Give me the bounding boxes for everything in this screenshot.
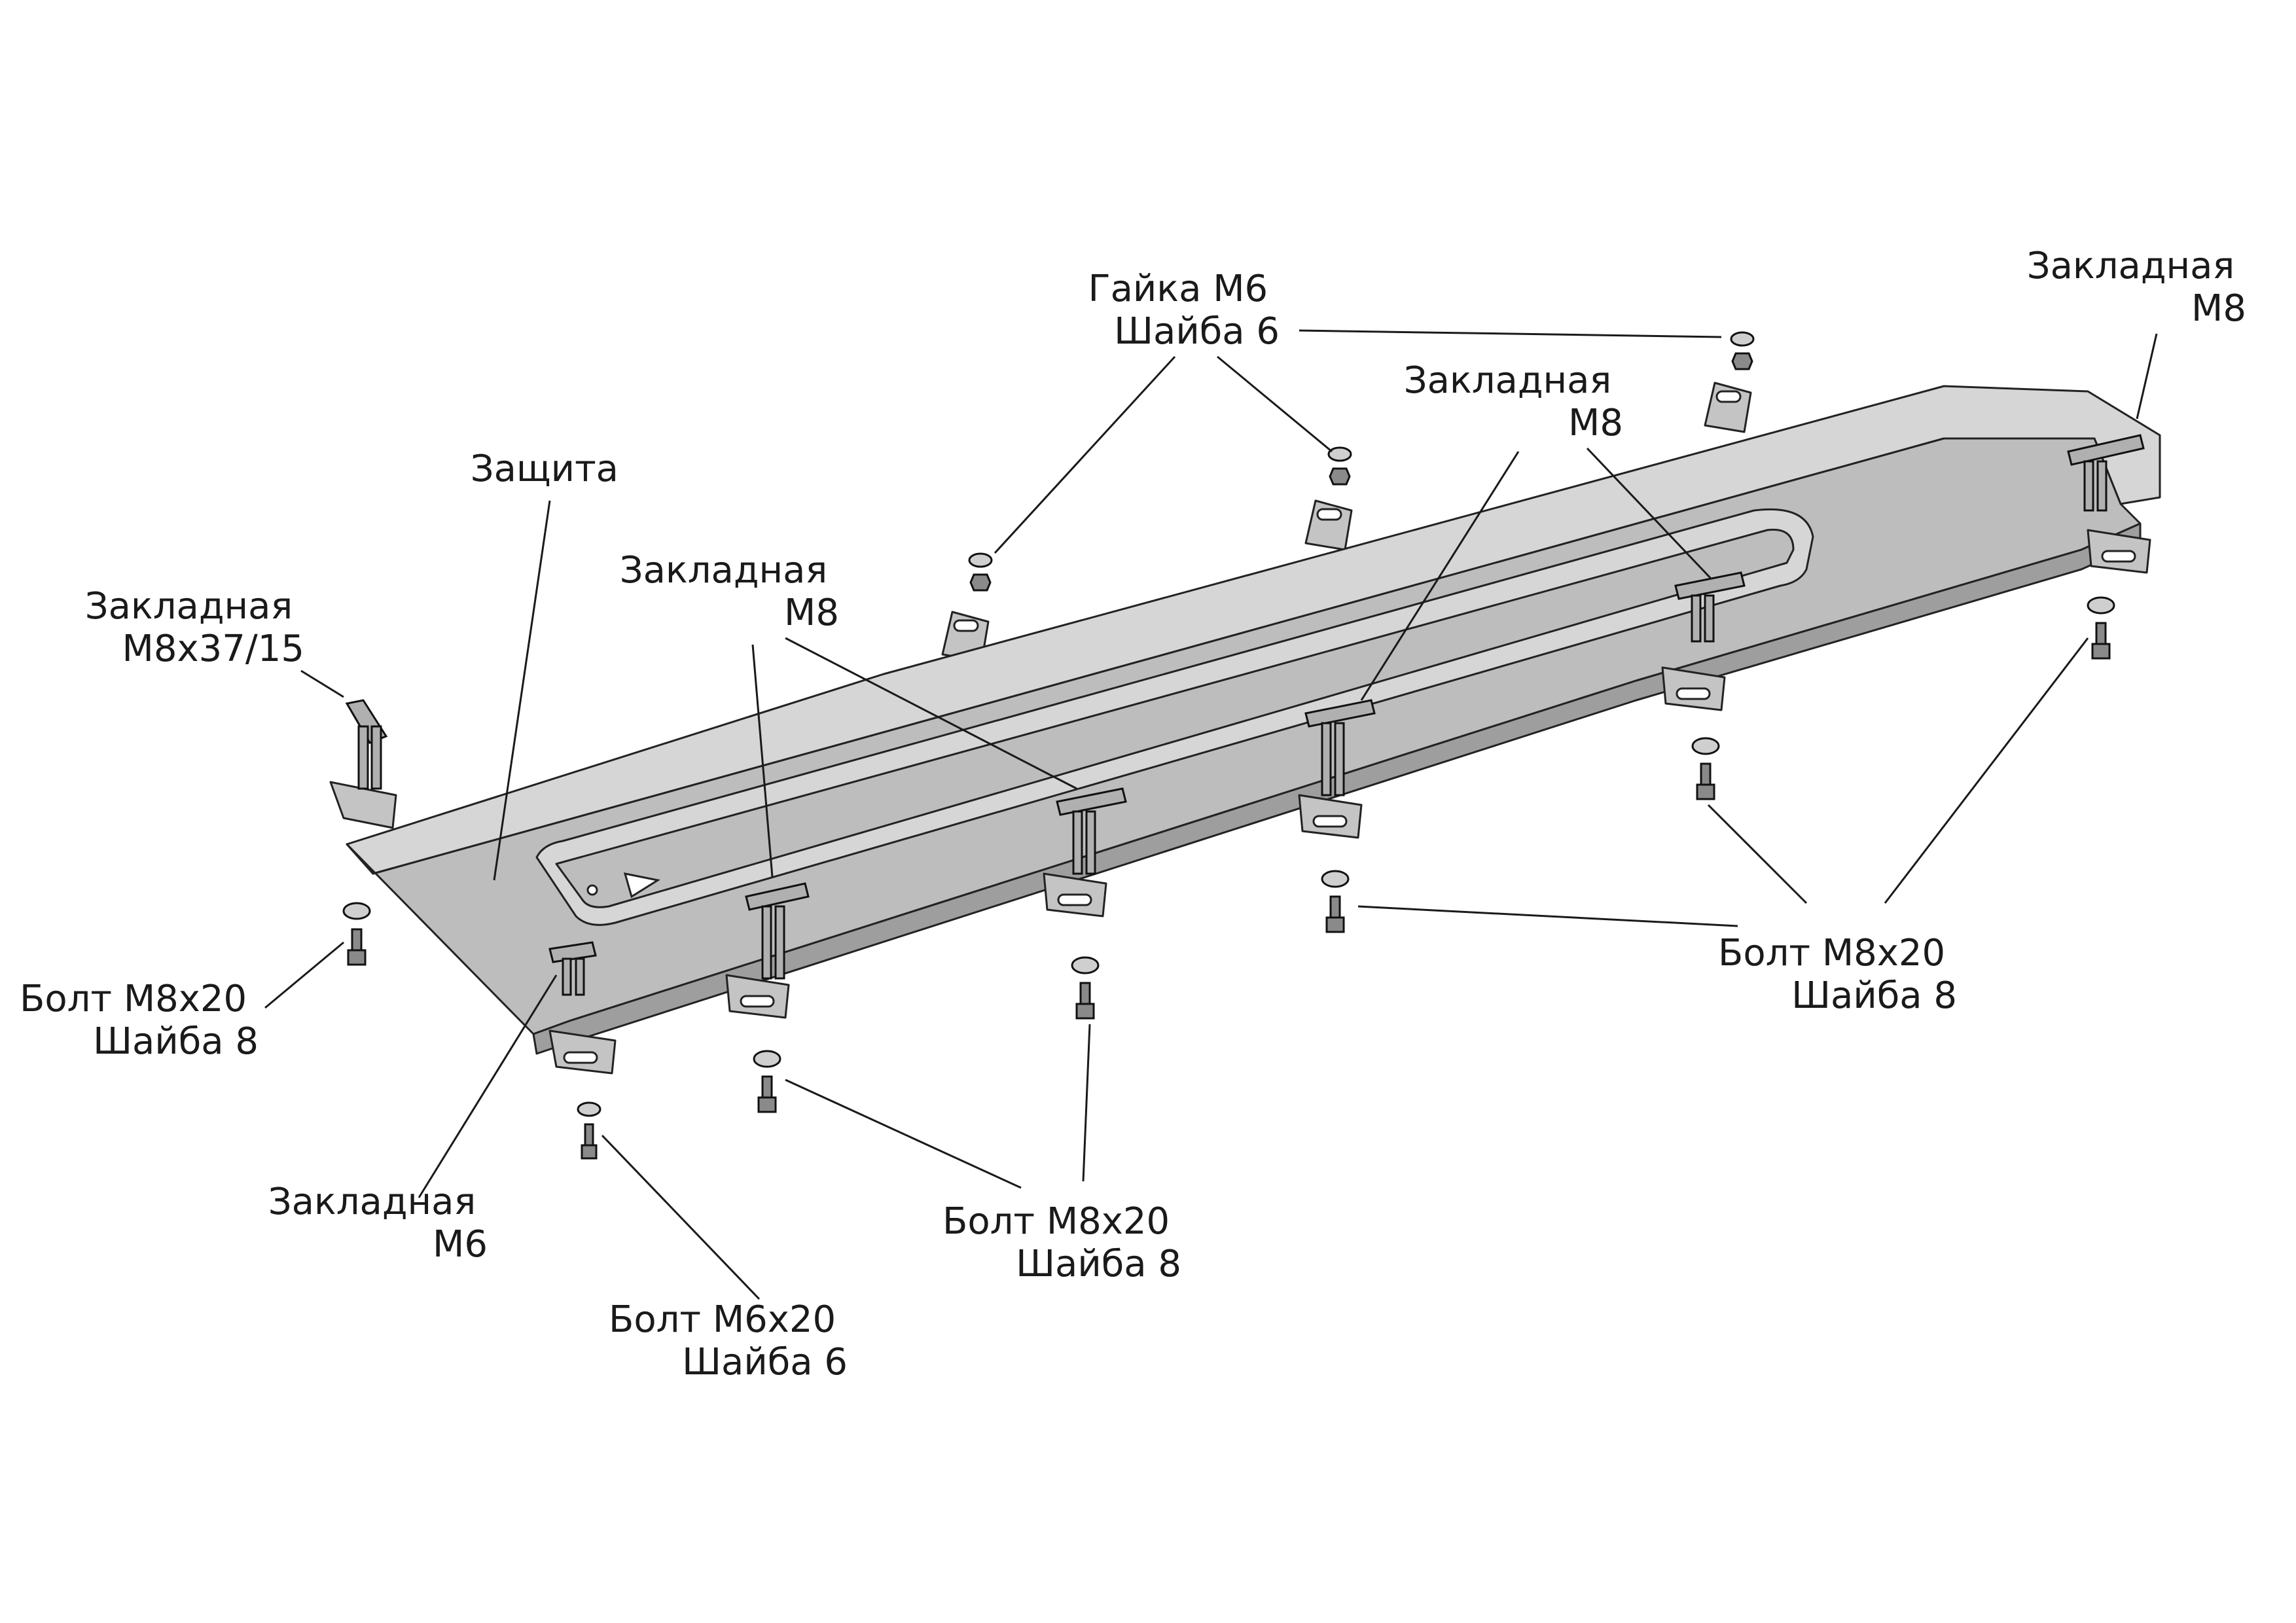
insert-m8x37-part — [345, 699, 388, 790]
lower-tab — [2087, 529, 2151, 574]
bolt-m8-part — [1071, 956, 1100, 1020]
label-line: Болт М6х20 — [609, 1298, 836, 1341]
leader-bolt-m8-left — [264, 941, 344, 1009]
label-nut-m6: Гайка М6 Шайба 6 — [1088, 268, 1280, 353]
leader-insert-m8-top-right — [2136, 333, 2158, 419]
leader-nut-m6 — [1217, 355, 1333, 453]
label-line: М6 — [433, 1223, 488, 1266]
label-line: М8 — [1568, 402, 1623, 444]
leader-bolt-m8-right — [1707, 804, 1808, 904]
upper-tab — [1304, 499, 1353, 551]
insert-m8-part — [1056, 787, 1127, 875]
lower-tab — [1661, 666, 1726, 711]
leader-bolt-m8-bottom — [785, 1079, 1022, 1189]
insert-m6-part — [548, 941, 597, 996]
label-insert-m8x37: Закладная М8х37/15 — [85, 585, 304, 670]
leader-insert-m6 — [418, 974, 558, 1198]
lower-tab — [1043, 872, 1107, 918]
leader-nut-m6 — [994, 355, 1176, 554]
label-line: Шайба 8 — [93, 1020, 259, 1063]
label-line: Закладная — [1404, 359, 1612, 402]
nut-m6-part — [968, 552, 993, 592]
label-line: Закладная — [620, 549, 828, 592]
leader-insert-m8-center — [1586, 447, 1713, 580]
label-bolt-m8-right: Болт М8х20 Шайба 8 — [1718, 932, 1957, 1017]
bolt-m6-part — [577, 1101, 601, 1160]
label-line: М8 — [784, 592, 839, 634]
label-line: Болт М8х20 — [942, 1200, 1170, 1243]
label-bolt-m8-bottom: Болт М8х20 Шайба 8 — [942, 1200, 1181, 1285]
label-line: М8х37/15 — [122, 628, 304, 670]
leader-bolt-m8-bottom — [1082, 1024, 1091, 1182]
leader-insert-m8-left — [751, 644, 774, 878]
leader-bolt-m6 — [601, 1134, 761, 1300]
nut-m6-part — [1730, 331, 1755, 370]
label-bolt-m6: Болт М6х20 Шайба 6 — [609, 1298, 848, 1383]
label-bolt-m8-left: Болт М8х20 Шайба 8 — [20, 978, 259, 1063]
nut-m6-part — [1327, 446, 1352, 486]
label-insert-m6: Закладная М6 — [268, 1181, 488, 1266]
upper-tab — [329, 781, 397, 829]
leader-insert-m8x37 — [300, 669, 344, 698]
label-line: Шайба 6 — [682, 1341, 848, 1383]
label-line: Шайба 8 — [1791, 974, 1957, 1017]
leader-bolt-m8-right — [1884, 637, 2089, 904]
bolt-m8-part — [1691, 737, 1720, 800]
label-line: Закладная — [268, 1181, 476, 1223]
label-insert-m8-top-right: Закладная М8 — [2027, 245, 2246, 330]
label-protection: Защита — [471, 448, 619, 490]
leader-nut-m6 — [1299, 329, 1722, 338]
plate-hole — [586, 884, 598, 896]
insert-m8-part — [1304, 699, 1376, 796]
bolt-m8-part — [753, 1050, 781, 1113]
bolt-m8-part — [2087, 596, 2115, 660]
bolt-m8-part — [1321, 870, 1350, 933]
leader-bolt-m8-right — [1357, 905, 1738, 927]
direction-arrow-icon — [623, 872, 660, 899]
insert-m8-part — [2067, 434, 2145, 512]
leader-lines — [264, 329, 2158, 1300]
lower-tab — [548, 1029, 617, 1075]
leader-insert-m8-left — [785, 637, 1077, 790]
label-line: Закладная — [85, 585, 293, 628]
label-line: Шайба 6 — [1114, 310, 1280, 353]
insert-m8-part — [745, 882, 810, 980]
label-line: Болт М8х20 — [20, 978, 247, 1020]
leader-insert-m8-center — [1360, 451, 1520, 701]
label-line: Гайка М6 — [1088, 268, 1268, 310]
label-line: Болт М8х20 — [1718, 932, 1945, 974]
label-insert-m8-center: Закладная М8 — [1404, 359, 1623, 444]
leader-protection — [493, 500, 551, 881]
label-insert-m8-left: Закладная М8 — [620, 549, 839, 634]
label-line: Защита — [471, 448, 619, 490]
label-line: Шайба 8 — [1016, 1243, 1181, 1285]
bolt-m8-part — [342, 902, 371, 966]
upper-tab — [1704, 382, 1752, 433]
lower-tab — [725, 974, 790, 1019]
label-line: Закладная — [2027, 245, 2235, 287]
insert-m8-part — [1674, 571, 1746, 643]
label-line: М8 — [2191, 287, 2246, 330]
lower-tab — [1298, 794, 1363, 839]
